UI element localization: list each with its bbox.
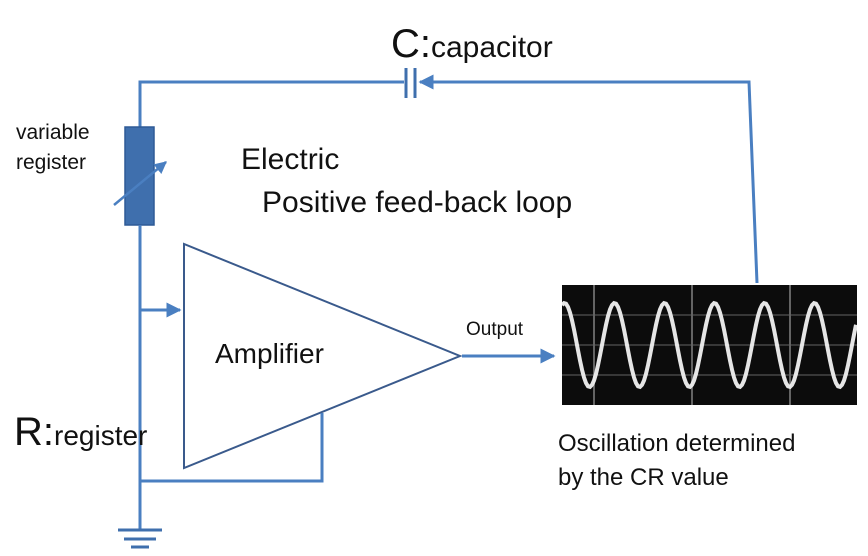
amplifier-bottom-wire — [140, 413, 324, 483]
feedback-wire-top — [138, 80, 404, 127]
oscillation-waveform — [562, 300, 857, 390]
capacitor-label: C:capacitor — [391, 24, 553, 64]
feedback-wire-return — [418, 74, 759, 284]
resistor-symbol: R: — [14, 410, 54, 454]
resistor-word: register — [54, 420, 148, 451]
oscillation-caption-line1: Oscillation determined — [558, 430, 796, 457]
oscilloscope-image — [562, 285, 857, 405]
output-label: Output — [466, 319, 524, 340]
ground-symbol — [118, 528, 162, 549]
capacitor-word: capacitor — [431, 31, 553, 64]
oscillation-caption: Oscillation determined by the CR value — [558, 427, 795, 495]
loop-title-line2: Positive feed-back loop — [262, 186, 573, 219]
variable-resistor-line1: variable — [16, 121, 90, 144]
variable-resistor-arrow — [113, 161, 167, 206]
amplifier-label: Amplifier — [215, 338, 324, 369]
variable-resistor-line2: register — [16, 151, 87, 174]
loop-title-line1: Electric — [241, 143, 340, 176]
amplifier-triangle — [183, 242, 463, 470]
capacitor-symbol: C: — [391, 22, 431, 66]
oscillation-caption-line2: by the CR value — [558, 464, 729, 491]
variable-resistor-label: variable register — [16, 118, 90, 178]
resistor-label: R:register — [14, 412, 147, 452]
